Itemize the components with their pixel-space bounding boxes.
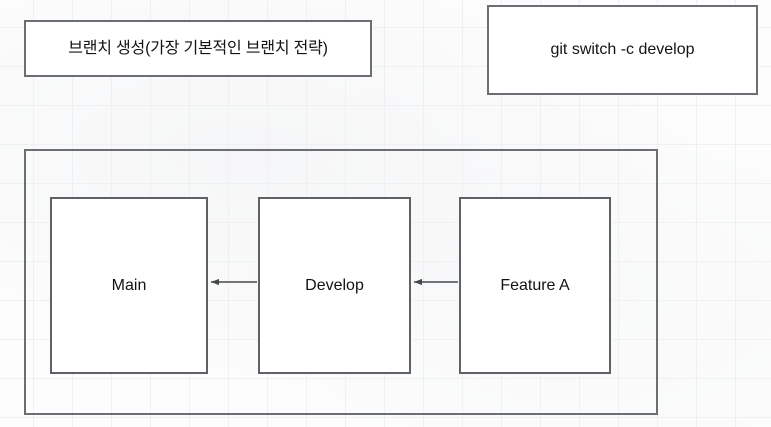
node-develop-label: Develop <box>305 276 364 294</box>
node-main-label: Main <box>111 276 147 294</box>
node-feature-a-label: Feature A <box>500 276 570 294</box>
node-develop[interactable]: Develop <box>258 197 411 374</box>
command-box-label: git switch -c develop <box>550 41 695 58</box>
command-box[interactable]: git switch -c develop <box>487 5 758 95</box>
branch-container-box[interactable] <box>24 149 658 415</box>
node-feature-a[interactable]: Feature A <box>459 197 611 374</box>
node-main[interactable]: Main <box>50 197 208 374</box>
title-box[interactable]: 브랜치 생성(가장 기본적인 브랜치 전략) <box>24 20 372 77</box>
title-box-label: 브랜치 생성(가장 기본적인 브랜치 전략) <box>68 39 328 57</box>
